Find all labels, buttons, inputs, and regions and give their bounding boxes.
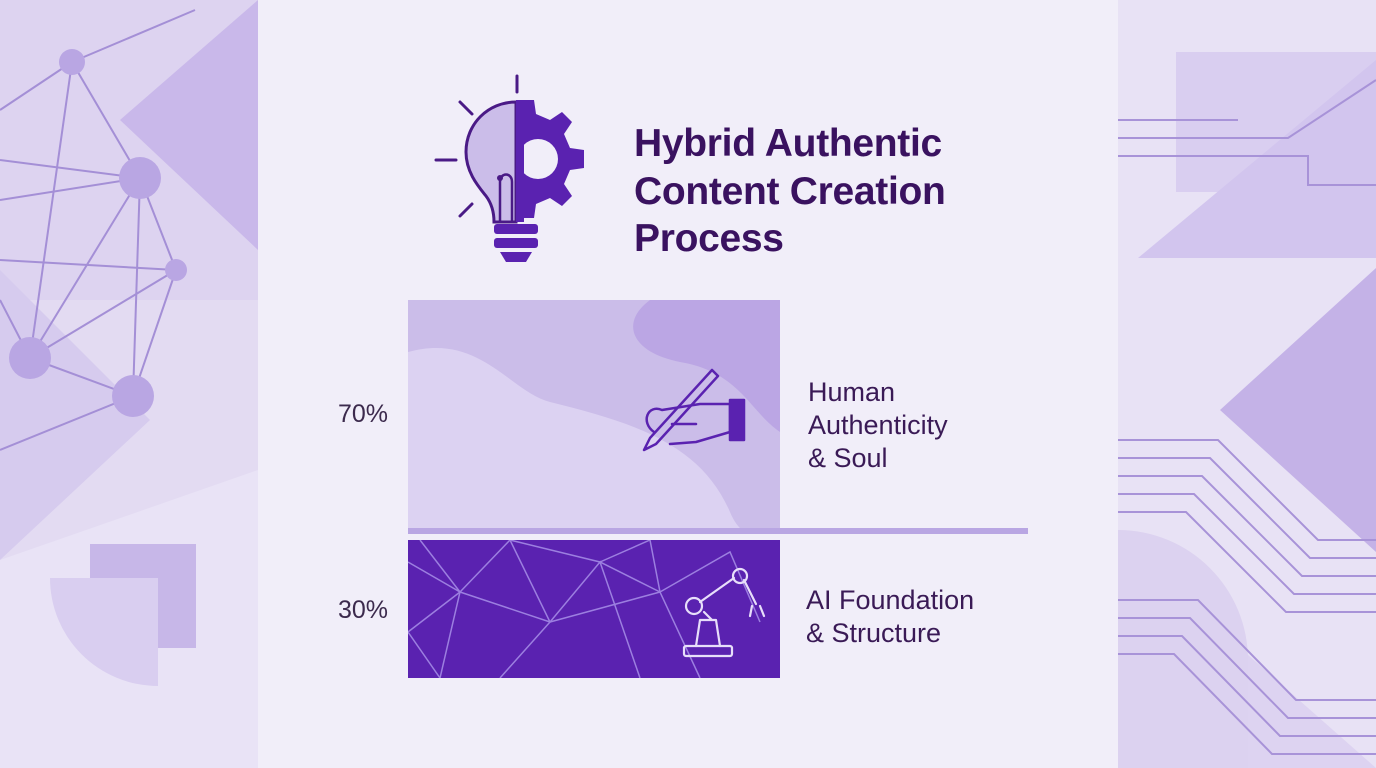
mesh-pattern [408,540,761,678]
network-decoration [0,0,258,768]
wave-decoration [408,300,780,532]
stacked-bar-chart [408,300,1028,678]
hand-writing-pen-icon [642,368,746,452]
divider-line [408,528,1028,534]
right-decoration-panel [1118,0,1376,768]
robot-arm-icon [682,567,766,658]
lightbulb-gear-icon [434,74,584,262]
page-title: Hybrid Authentic Content Creation Proces… [634,122,946,261]
ai-percentage: 30% [338,596,389,624]
human-label: Human Authenticity & Soul [808,377,948,473]
ai-label: AI Foundation & Structure [806,585,975,648]
circuit-decoration [1118,52,1376,768]
human-percentage: 70% [338,400,389,428]
left-decoration-panel [0,0,258,768]
